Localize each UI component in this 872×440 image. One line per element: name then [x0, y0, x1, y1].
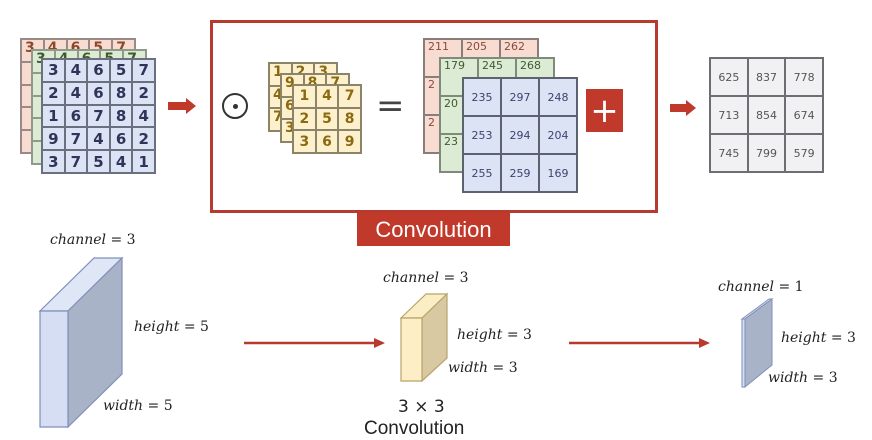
output-height-label: height = 3 — [781, 330, 856, 346]
matrix-cell: 7 — [64, 150, 88, 173]
matrix-cell: 4 — [132, 104, 155, 128]
matrix-cell: 5 — [315, 107, 339, 131]
matrix-cell: 4 — [87, 127, 110, 151]
matrix-cell: 297 — [501, 78, 539, 116]
arrow-right-icon — [168, 98, 196, 114]
kernel-caption-title: Convolution — [364, 418, 465, 439]
input-width-label: width = 5 — [103, 398, 173, 414]
matrix-cell: 8 — [109, 81, 133, 105]
hadamard-operator-icon — [222, 93, 248, 119]
matrix-cell: 6 — [87, 59, 110, 82]
arrow-right-icon — [670, 100, 696, 116]
matrix-cell: 778 — [785, 58, 823, 96]
matrix-cell: 3 — [293, 130, 316, 153]
sum-plus-icon: + — [586, 89, 623, 132]
kernel-height-label: height = 3 — [457, 327, 532, 343]
matrix-cell: 854 — [747, 96, 786, 134]
matrix-cell: 713 — [710, 96, 748, 134]
matrix-cell: 4 — [64, 59, 88, 82]
matrix-cell: 3 — [42, 150, 65, 173]
input-height-label: height = 5 — [134, 319, 209, 335]
convolution-label: Convolution — [357, 213, 510, 246]
matrix-cell: 259 — [501, 154, 539, 192]
matrix-cell: 8 — [338, 107, 361, 131]
matrix-cell: 837 — [747, 58, 786, 96]
convolution-frame — [210, 20, 658, 213]
matrix-cell: 625 — [710, 58, 748, 96]
matrix-cell: 248 — [539, 78, 577, 116]
equals-sign: = — [376, 86, 405, 126]
matrix-cell: 3 — [42, 59, 65, 82]
kernel-width-label: width = 3 — [448, 360, 518, 376]
output-width-label: width = 3 — [768, 370, 838, 386]
matrix-cell: 2 — [293, 107, 316, 131]
matrix-cell: 7 — [132, 59, 155, 82]
matrix-cell: 4 — [64, 81, 88, 105]
sum-symbol: + — [590, 90, 619, 131]
matrix-cell: 6 — [315, 130, 339, 153]
matrix-cell: 2 — [132, 81, 155, 105]
matrix-cell: 253 — [463, 116, 501, 154]
matrix-cell: 5 — [87, 150, 110, 173]
matrix-cell: 9 — [338, 130, 361, 153]
matrix-cell: 6 — [109, 127, 133, 151]
matrix-cell: 2 — [132, 127, 155, 151]
kernel-caption-size: 3 × 3 — [398, 397, 445, 417]
matrix-cell: 9 — [42, 127, 65, 151]
kernel-tensor-block — [400, 292, 449, 383]
matrix-cell: 1 — [293, 85, 316, 108]
arrow-right-icon — [244, 338, 385, 348]
matrix-cell: 1 — [42, 104, 65, 128]
matrix-cell: 235 — [463, 78, 501, 116]
matrix-cell: 7 — [87, 104, 110, 128]
matrix-cell: 674 — [785, 96, 823, 134]
matrix-cell: 7 — [64, 127, 88, 151]
convolution-label-text: Convolution — [375, 216, 492, 242]
matrix-cell: 579 — [785, 134, 823, 172]
kernel-channel-label: channel = 3 — [383, 270, 469, 286]
matrix-cell: 294 — [501, 116, 539, 154]
output-channel-label: channel = 1 — [718, 279, 804, 295]
matrix-cell: 7 — [338, 85, 361, 108]
matrix-cell: 255 — [463, 154, 501, 192]
matrix-cell: 745 — [710, 134, 748, 172]
matrix-cell: 169 — [539, 154, 577, 192]
matrix-cell: 204 — [539, 116, 577, 154]
matrix-cell: 799 — [747, 134, 786, 172]
input-channel-label: channel = 3 — [50, 232, 136, 248]
matrix-cell: 2 — [42, 81, 65, 105]
output-tensor-block — [740, 298, 774, 389]
input-tensor-block — [38, 256, 124, 429]
matrix-cell: 6 — [87, 81, 110, 105]
matrix-cell: 5 — [109, 59, 133, 82]
matrix-cell: 6 — [64, 104, 88, 128]
arrow-right-icon — [569, 338, 710, 348]
matrix-cell: 4 — [109, 150, 133, 173]
matrix-cell: 1 — [132, 150, 155, 173]
matrix-cell: 4 — [315, 85, 339, 108]
matrix-cell: 8 — [109, 104, 133, 128]
